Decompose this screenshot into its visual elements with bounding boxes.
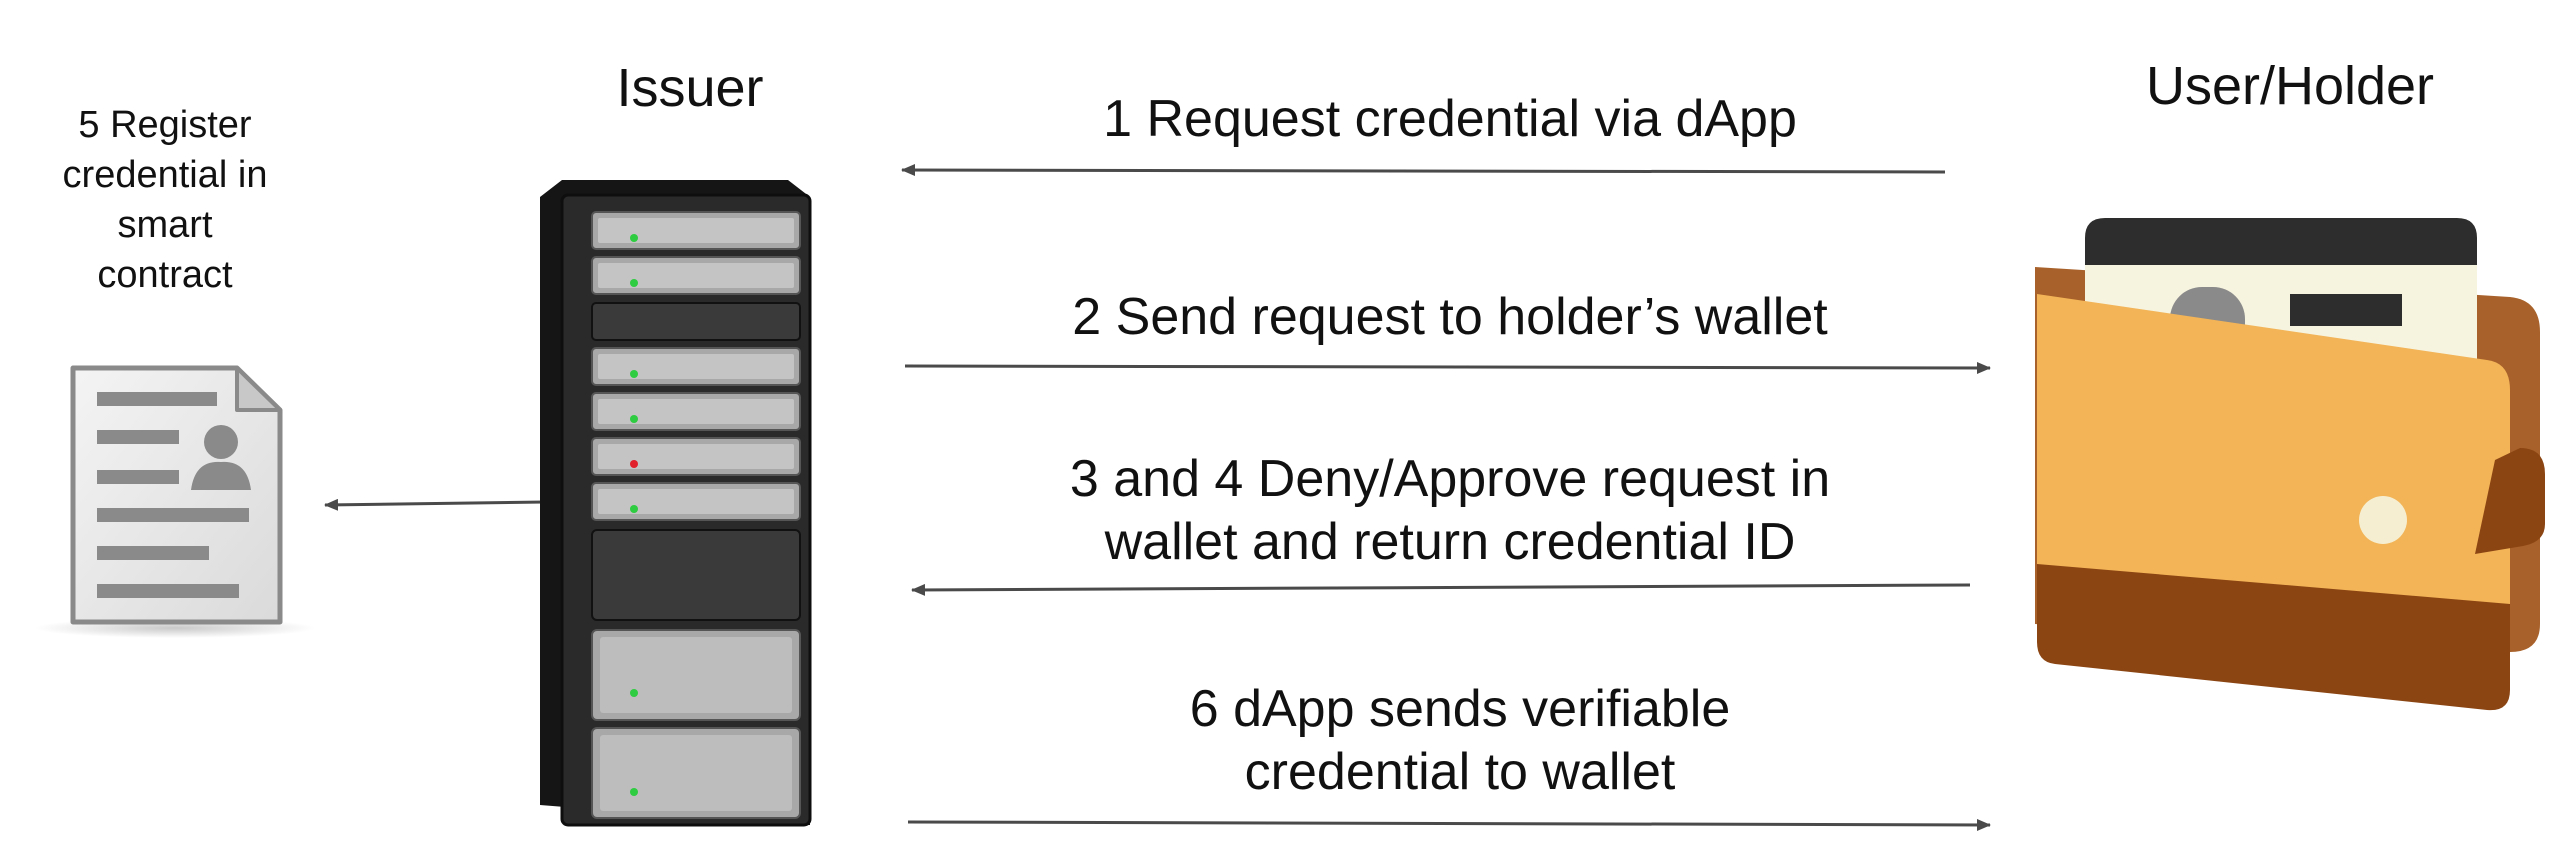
step6-label: 6 dApp sends verifiable credential to wa… bbox=[1060, 678, 1860, 804]
arrow-step5 bbox=[324, 498, 546, 511]
step5-line2: credential in bbox=[62, 154, 268, 196]
holder-title: User/Holder bbox=[2145, 56, 2435, 116]
step5-label: 5 Register credential in smart contract bbox=[20, 100, 310, 300]
credential-document-icon bbox=[35, 365, 315, 638]
step34-line2: wallet and return credential ID bbox=[1104, 513, 1796, 571]
step6-line1: 6 dApp sends verifiable bbox=[1189, 680, 1731, 738]
arrow-step6 bbox=[907, 818, 1991, 831]
arrow-step2 bbox=[904, 361, 1991, 374]
step1-label: 1 Request credential via dApp bbox=[1103, 90, 1797, 148]
step5-line4: contract bbox=[97, 254, 233, 296]
server-units bbox=[591, 211, 801, 819]
arrow-step1 bbox=[901, 164, 1946, 177]
issuer-title: Issuer bbox=[616, 58, 764, 118]
step6-line2: credential to wallet bbox=[1244, 743, 1676, 801]
server-rack-icon bbox=[540, 180, 812, 827]
step34-label: 3 and 4 Deny/Approve request in wallet a… bbox=[960, 448, 1940, 574]
step5-line3: smart bbox=[117, 204, 213, 246]
step2-label: 2 Send request to holder’s wallet bbox=[1072, 288, 1828, 346]
step34-line1: 3 and 4 Deny/Approve request in bbox=[1069, 450, 1831, 508]
step5-line1: 5 Register bbox=[78, 104, 252, 146]
arrow-step34 bbox=[911, 583, 1971, 596]
wallet-icon bbox=[2035, 218, 2545, 711]
